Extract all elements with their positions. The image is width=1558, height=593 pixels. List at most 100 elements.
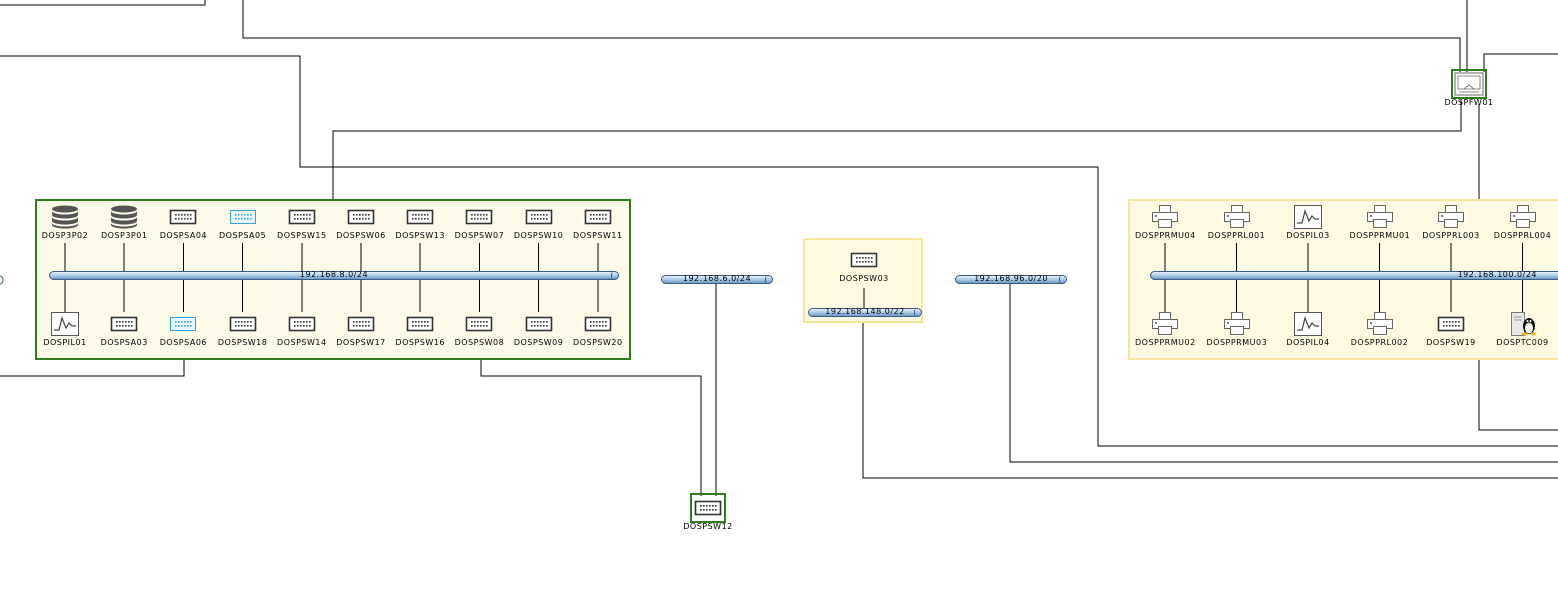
link-left-edge: [0, 359, 185, 377]
device-node[interactable]: DOSPSW13: [390, 205, 450, 240]
device-label: DOSPSA03: [100, 338, 148, 347]
switch-icon: [287, 205, 317, 229]
device-node[interactable]: DOSPSW17: [331, 312, 391, 347]
device-label: DOSPSW03: [839, 274, 889, 283]
device-node[interactable]: DOSPSA03: [94, 312, 154, 347]
device-label: DOSPSW15: [277, 231, 327, 240]
device-node[interactable]: DOSPPRMU03: [1207, 312, 1267, 347]
device-node[interactable]: DOSPSW03: [834, 248, 894, 283]
device-node[interactable]: DOSPSW07: [449, 205, 509, 240]
device-node[interactable]: DOSPIL01: [35, 312, 95, 347]
device-label: DOSPSW07: [454, 231, 505, 240]
network-bar-192-168-96[interactable]: 192.168.96.0/20: [955, 274, 1067, 284]
device-label: DOSPPRL002: [1350, 338, 1409, 347]
device-label: DOSPSW06: [336, 231, 386, 240]
device-label: DOSPPRL001: [1207, 231, 1266, 240]
device-node[interactable]: DOSPSA06: [153, 312, 213, 347]
printer-icon: [1365, 312, 1395, 336]
device-node[interactable]: DOSPSW08: [449, 312, 509, 347]
device-label: DOSPIL01: [43, 338, 87, 347]
monitor-chart-icon: [1293, 312, 1323, 336]
device-label: DOSPPRMU02: [1135, 338, 1196, 347]
device-node[interactable]: DOSPIL04: [1278, 312, 1338, 347]
link-top-right-b: [1483, 53, 1558, 72]
switch-icon: [346, 312, 376, 336]
device-label: DOSPPRMU01: [1349, 231, 1411, 240]
device-node[interactable]: DOSPSW15: [272, 205, 332, 240]
network-bar-192-168-148[interactable]: 192.168.148.0/22: [808, 307, 922, 317]
device-label: DOSPSW16: [395, 338, 445, 347]
monitor-chart-icon: [1293, 205, 1323, 229]
switch-icon: [346, 205, 376, 229]
network-bar-192-168-8[interactable]: 192.168.8.0/24: [49, 270, 619, 280]
network-label: 192.168.100.0/24: [1457, 270, 1537, 279]
device-node[interactable]: DOSPSW20: [568, 312, 628, 347]
link-left-group-to-firewall: [332, 100, 1462, 200]
device-node[interactable]: DOSPPRL002: [1350, 312, 1410, 347]
device-node[interactable]: DOSPSA05: [213, 205, 273, 240]
switch-icon: [583, 312, 613, 336]
device-label: DOSPSW14: [277, 338, 327, 347]
device-label: DOSPSW12: [683, 522, 733, 531]
device-node[interactable]: DOSPPRMU01: [1350, 205, 1410, 240]
link-net96-to-right: [1009, 283, 1558, 463]
device-node[interactable]: DOSPSW11: [568, 205, 628, 240]
device-label: DOSPSW11: [573, 231, 623, 240]
network-label: 192.168.96.0/20: [974, 274, 1048, 283]
switch-icon: [405, 205, 435, 229]
device-label: DOSPSW20: [573, 338, 623, 347]
device-node[interactable]: DOSPSW18: [213, 312, 273, 347]
switch-icon: [168, 205, 198, 229]
device-node[interactable]: DOSPIL03: [1278, 205, 1338, 240]
device-label: DOSPSA05: [218, 231, 267, 240]
device-node[interactable]: DOSP3P01: [94, 205, 154, 240]
device-node[interactable]: DOSP3P02: [35, 205, 95, 240]
link-left-group-to-sw12: [480, 359, 702, 496]
device-node[interactable]: DOSPSW16: [390, 312, 450, 347]
device-node[interactable]: DOSPSW10: [509, 205, 569, 240]
switch-icon: [405, 312, 435, 336]
device-label: DOSPPRL004: [1493, 231, 1552, 240]
device-node[interactable]: DOSPSA04: [153, 205, 213, 240]
device-node[interactable]: DOSPSW06: [331, 205, 391, 240]
network-bar-cap: [611, 272, 616, 279]
switch-blue-icon: [168, 312, 198, 336]
device-node[interactable]: DOSPPRL001: [1207, 205, 1267, 240]
device-node[interactable]: DOSPSW14: [272, 312, 332, 347]
printer-icon: [1508, 205, 1538, 229]
device-label: DOSPSW18: [217, 338, 268, 347]
device-label: DOSPSW10: [513, 231, 564, 240]
device-node[interactable]: DOSPPRL004: [1493, 205, 1553, 240]
link-right-group-out: [1478, 359, 1558, 431]
network-bar-192-168-6[interactable]: 192.168.6.0/24: [661, 274, 773, 284]
device-label: DOSPTC009: [1496, 338, 1549, 347]
device-node[interactable]: DOSPSW09: [509, 312, 569, 347]
switch-icon: [690, 493, 726, 523]
firewall-node[interactable]: DOSPFW01: [1439, 69, 1499, 107]
switch-icon: [228, 312, 258, 336]
device-node[interactable]: DOSPPRMU02: [1135, 312, 1195, 347]
network-bar-192-168-100[interactable]: 192.168.100.0/24: [1150, 270, 1558, 280]
device-node[interactable]: DOSPPRMU04: [1135, 205, 1195, 240]
device-node[interactable]: DOSPTC009: [1493, 312, 1553, 347]
switch-node[interactable]: DOSPSW12: [678, 493, 738, 531]
network-label: 192.168.148.0/22: [825, 307, 905, 316]
device-label: DOSP3P01: [100, 231, 148, 240]
link-top-left-box: [0, 0, 206, 6]
device-label: DOSP3P02: [41, 231, 89, 240]
device-node[interactable]: DOSPPRL003: [1421, 205, 1481, 240]
network-bar-cap: [914, 309, 919, 316]
group-drops: [64, 243, 599, 312]
device-node[interactable]: DOSPSW19: [1421, 312, 1481, 347]
switch-icon: [583, 205, 613, 229]
group-drops: [863, 288, 865, 308]
network-group-192-168-148[interactable]: DOSPSW03 192.168.148.0/22: [803, 238, 923, 323]
network-bar-cap: [1059, 276, 1064, 283]
linux-server-icon: [1508, 312, 1538, 336]
network-label: 192.168.6.0/24: [682, 274, 752, 283]
firewall-icon: [1451, 69, 1487, 99]
